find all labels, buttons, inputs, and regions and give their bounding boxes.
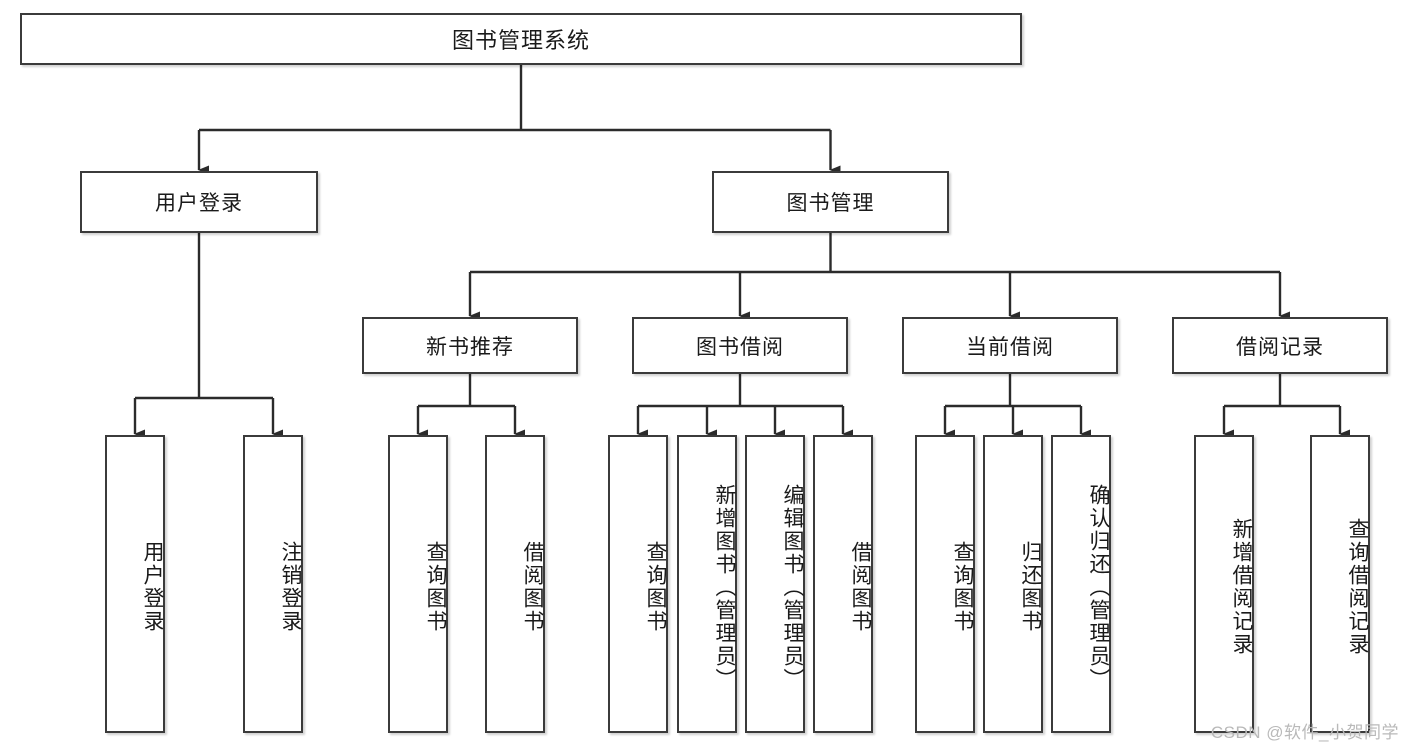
node-label: 查询图书 <box>424 541 447 633</box>
leaf-leaf-borrow-book-1: 借阅图书 <box>485 435 545 733</box>
node-label: 图书管理系统 <box>451 28 590 53</box>
leaf-leaf-query-book-2: 查询图书 <box>608 435 668 733</box>
leaf-leaf-add-book-admin: 新增图书（管理员） <box>677 435 737 733</box>
node-label: 图书借阅 <box>696 335 784 359</box>
leaf-leaf-return-book: 归还图书 <box>983 435 1043 733</box>
node-user-login: 用户登录 <box>80 171 318 233</box>
node-book-manage: 图书管理 <box>712 171 949 233</box>
node-label: 用户登录 <box>155 192 243 215</box>
node-root: 图书管理系统 <box>20 13 1022 65</box>
node-label: 用户登录 <box>141 541 164 633</box>
node-label: 确认归还（管理员） <box>1087 483 1110 691</box>
node-label: 新增借阅记录 <box>1230 518 1253 656</box>
node-label: 新增图书（管理员） <box>713 483 736 691</box>
csdn-watermark: CSDN @软件_小贺同学 <box>1210 723 1399 742</box>
node-label: 新书推荐 <box>426 335 514 359</box>
node-label: 借阅图书 <box>521 541 544 633</box>
node-label: 查询图书 <box>644 541 667 633</box>
node-label: 图书管理 <box>786 192 875 215</box>
node-label: 借阅记录 <box>1236 335 1324 359</box>
node-label: 查询借阅记录 <box>1346 518 1369 656</box>
node-label: 查询图书 <box>951 541 974 633</box>
leaf-leaf-query-borrow-record: 查询借阅记录 <box>1310 435 1370 733</box>
node-label: 当前借阅 <box>966 335 1054 359</box>
node-label: 编辑图书（管理员） <box>781 483 804 691</box>
node-book-borrow: 图书借阅 <box>632 317 848 374</box>
leaf-leaf-user-logout: 注销登录 <box>243 435 303 733</box>
leaf-leaf-query-book-3: 查询图书 <box>915 435 975 733</box>
leaf-leaf-query-book-1: 查询图书 <box>388 435 448 733</box>
leaf-leaf-user-login: 用户登录 <box>105 435 165 733</box>
leaf-leaf-add-borrow-record: 新增借阅记录 <box>1194 435 1254 733</box>
node-label: 归还图书 <box>1019 541 1042 633</box>
leaf-leaf-edit-book-admin: 编辑图书（管理员） <box>745 435 805 733</box>
node-borrow-record: 借阅记录 <box>1172 317 1388 374</box>
leaf-leaf-borrow-book-2: 借阅图书 <box>813 435 873 733</box>
leaf-leaf-confirm-return-admin: 确认归还（管理员） <box>1051 435 1111 733</box>
node-label: 注销登录 <box>279 541 302 633</box>
node-label: 借阅图书 <box>849 541 872 633</box>
node-new-book-recommend: 新书推荐 <box>362 317 578 374</box>
node-current-borrow: 当前借阅 <box>902 317 1118 374</box>
